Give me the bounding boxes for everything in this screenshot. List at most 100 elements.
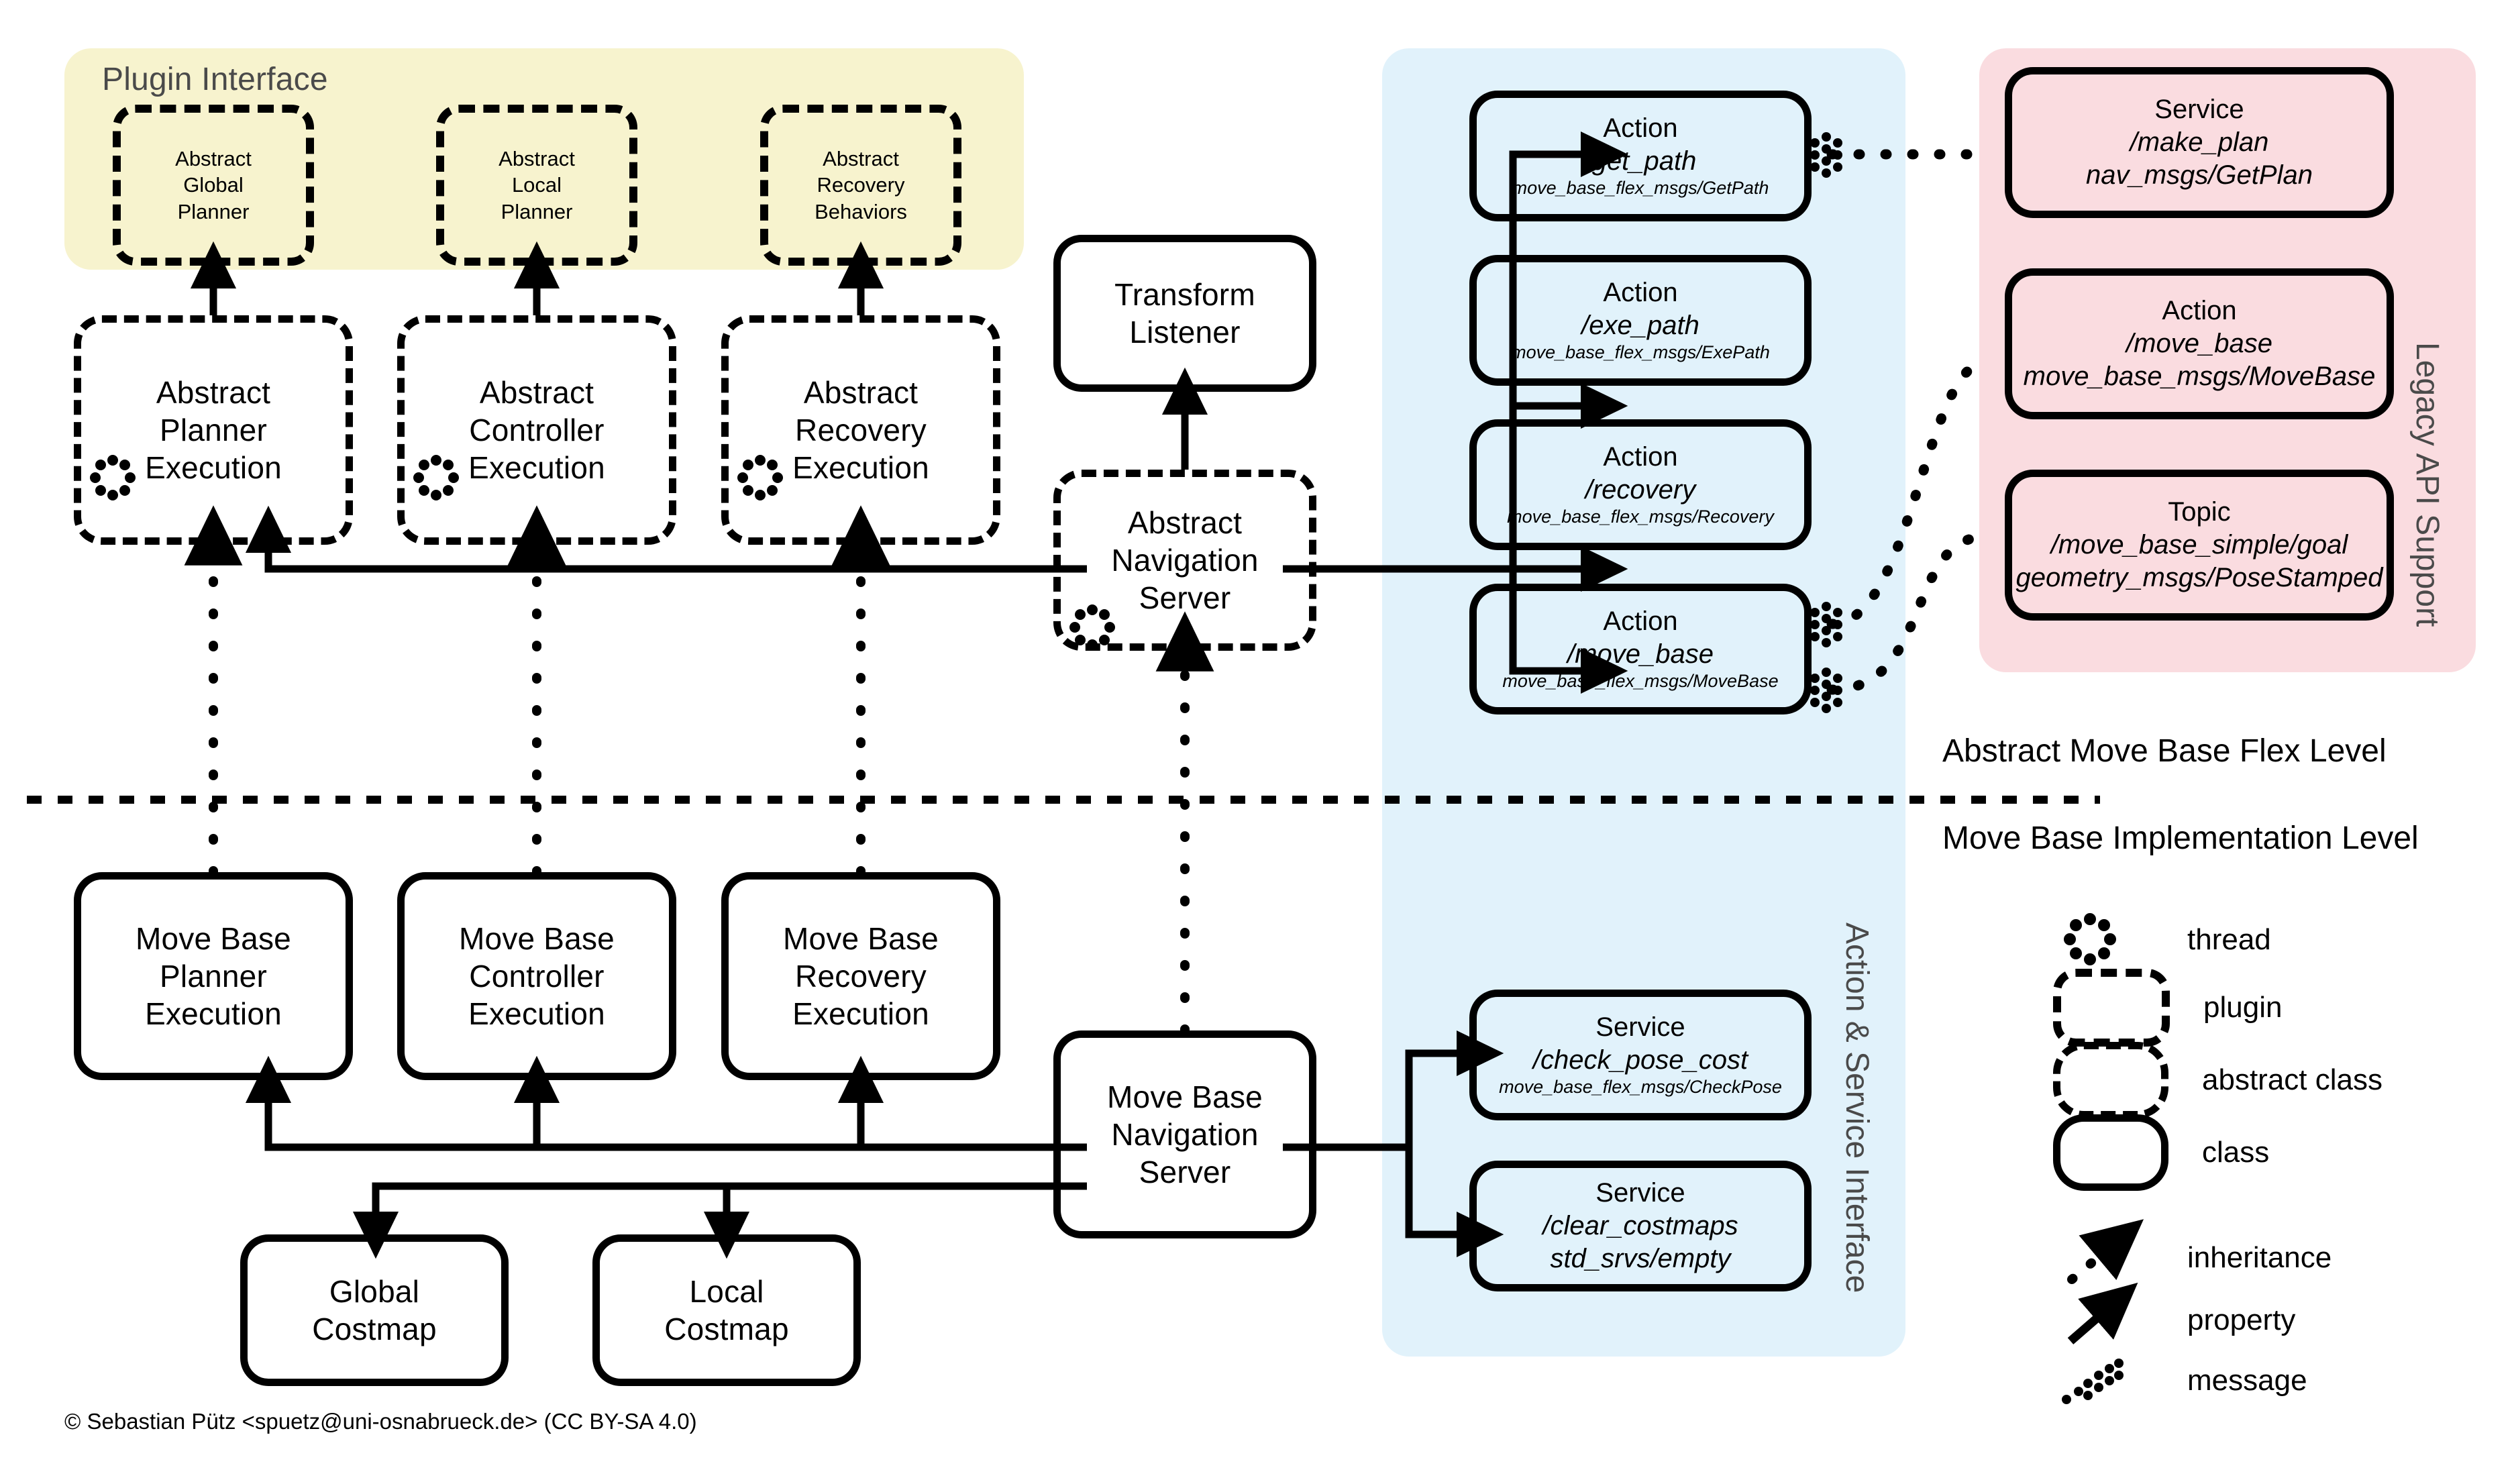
plugin-line-3: Planner	[177, 199, 250, 223]
service-check-pose-cost[interactable]: Service /check_pose_cost move_base_flex_…	[1469, 990, 1812, 1120]
legacy-type: move_base_msgs/MoveBase	[2023, 361, 2376, 391]
move-base-controller-execution[interactable]: Move Base Controller Execution	[397, 872, 676, 1080]
node-line-3: Execution	[145, 450, 282, 486]
node-line-1: Abstract	[479, 374, 594, 410]
abstract-navigation-server[interactable]: Abstract Navigation Server	[1053, 470, 1316, 651]
legacy-service-make-plan[interactable]: Service /make_plan nav_msgs/GetPlan	[2005, 67, 2394, 218]
legend-message-icon	[2062, 1359, 2124, 1404]
plugin-line-2: Global	[183, 173, 244, 197]
legend-row-thread: thread	[2053, 911, 2469, 969]
service-type: std_srvs/empty	[1550, 1243, 1731, 1273]
plugin-line-1: Abstract	[499, 147, 575, 171]
plugin-glyph	[2053, 969, 2170, 1047]
message-spray	[1810, 132, 1842, 178]
legend-label: class	[2202, 1136, 2270, 1169]
legend-label: plugin	[2203, 991, 2283, 1024]
legend-row-abstract-class: abstract class	[2053, 1042, 2469, 1118]
action-recovery[interactable]: Action /recovery move_base_flex_msgs/Rec…	[1469, 419, 1812, 550]
legacy-topic-move-base-simple-goal[interactable]: Topic /move_base_simple/goal geometry_ms…	[2005, 470, 2394, 621]
action-type: move_base_flex_msgs/Recovery	[1507, 507, 1774, 527]
plugin-abstract-global-planner[interactable]: Abstract Global Planner	[113, 105, 314, 266]
legacy-type: geometry_msgs/PoseStamped	[2015, 562, 2383, 592]
abstract-planner-execution[interactable]: Abstract Planner Execution	[74, 315, 353, 545]
legend-row-inheritance: inheritance	[2053, 1231, 2469, 1285]
node-line-1: Transform	[1114, 276, 1255, 312]
action-name: /get_path	[1584, 146, 1697, 176]
legend-row-message: message	[2053, 1354, 2469, 1408]
legend-label: message	[2187, 1364, 2307, 1397]
plugin-abstract-recovery-behaviors[interactable]: Abstract Recovery Behaviors	[760, 105, 961, 266]
action-move-base[interactable]: Action /move_base move_base_flex_msgs/Mo…	[1469, 584, 1812, 714]
node-line-3: Execution	[792, 450, 929, 486]
action-type: move_base_flex_msgs/ExePath	[1511, 342, 1770, 363]
legend-label: property	[2187, 1304, 2296, 1336]
legend-thread-icon	[2064, 913, 2116, 965]
node-line-1: Move Base	[783, 920, 939, 956]
node-line-2: Navigation	[1111, 1116, 1259, 1152]
legend-row-property: property	[2053, 1293, 2469, 1347]
message-spray	[1810, 668, 1842, 713]
node-line-1: Local	[689, 1273, 764, 1309]
class-glyph	[2053, 1114, 2168, 1191]
legacy-kind: Action	[2162, 296, 2237, 326]
local-costmap[interactable]: Local Costmap	[592, 1234, 861, 1386]
node-line-2: Listener	[1129, 315, 1241, 350]
node-line-2: Costmap	[664, 1312, 789, 1346]
action-service-interface-label: Action & Service Interface	[1839, 922, 1875, 1293]
node-line-1: Abstract	[803, 374, 919, 410]
action-get-path[interactable]: Action /get_path move_base_flex_msgs/Get…	[1469, 91, 1812, 221]
level-label-lower: Move Base Implementation Level	[1942, 820, 2419, 856]
node-line-2: Controller	[469, 412, 605, 447]
action-kind: Action	[1603, 277, 1678, 307]
node-line-1: Move Base	[136, 920, 291, 956]
node-line-2: Controller	[469, 958, 605, 994]
service-name: /check_pose_cost	[1532, 1045, 1748, 1075]
node-line-2: Planner	[160, 958, 267, 994]
move-base-recovery-execution[interactable]: Move Base Recovery Execution	[721, 872, 1000, 1080]
plugin-interface-label: Plugin Interface	[102, 62, 328, 97]
service-type: move_base_flex_msgs/CheckPose	[1499, 1077, 1782, 1098]
plugin-abstract-local-planner[interactable]: Abstract Local Planner	[436, 105, 637, 266]
action-name: /exe_path	[1581, 310, 1699, 340]
legacy-action-move-base[interactable]: Action /move_base move_base_msgs/MoveBas…	[2005, 268, 2394, 419]
abstract-class-glyph	[2053, 1042, 2168, 1118]
global-costmap[interactable]: Global Costmap	[240, 1234, 509, 1386]
node-line-3: Execution	[792, 996, 929, 1032]
move-base-planner-execution[interactable]: Move Base Planner Execution	[74, 872, 353, 1080]
plugin-line-3: Behaviors	[815, 199, 907, 223]
action-exe-path[interactable]: Action /exe_path move_base_flex_msgs/Exe…	[1469, 255, 1812, 386]
legend-inheritance-icon	[2067, 1219, 2144, 1284]
service-clear-costmaps[interactable]: Service /clear_costmaps std_srvs/empty	[1469, 1161, 1812, 1291]
legacy-kind: Topic	[2168, 497, 2231, 527]
action-name: /move_base	[1567, 639, 1714, 669]
node-line-1: Move Base	[459, 920, 615, 956]
node-line-3: Execution	[468, 996, 605, 1032]
plugin-line-1: Abstract	[175, 147, 252, 171]
legend-property-icon	[2067, 1282, 2138, 1344]
abstract-recovery-execution[interactable]: Abstract Recovery Execution	[721, 315, 1000, 545]
action-type: move_base_flex_msgs/GetPath	[1512, 178, 1769, 199]
node-line-2: Navigation	[1111, 542, 1259, 578]
action-kind: Action	[1603, 606, 1678, 636]
legacy-name: /move_base	[2126, 329, 2272, 359]
node-line-1: Abstract	[156, 374, 271, 410]
abstract-controller-execution[interactable]: Abstract Controller Execution	[397, 315, 676, 545]
action-kind: Action	[1603, 113, 1678, 143]
node-line-3: Server	[1139, 1155, 1231, 1190]
node-line-2: Recovery	[795, 412, 927, 447]
legacy-name: /make_plan	[2130, 127, 2269, 158]
transform-listener[interactable]: Transform Listener	[1053, 235, 1316, 392]
legend-label: inheritance	[2187, 1241, 2332, 1274]
legacy-api-support-label: Legacy API Support	[2409, 342, 2445, 627]
node-line-1: Abstract	[1127, 505, 1243, 540]
move-base-navigation-server[interactable]: Move Base Navigation Server	[1053, 1030, 1316, 1238]
action-type: move_base_flex_msgs/MoveBase	[1502, 671, 1779, 692]
node-line-3: Execution	[145, 996, 282, 1032]
plugin-line-3: Planner	[501, 199, 573, 223]
node-line-3: Server	[1139, 580, 1231, 616]
action-name: /recovery	[1585, 474, 1696, 505]
footer-credit: © Sebastian Pütz <spuetz@uni-osnabrueck.…	[64, 1409, 697, 1434]
node-line-2: Planner	[160, 412, 267, 447]
legend-row-plugin: plugin	[2053, 969, 2469, 1047]
